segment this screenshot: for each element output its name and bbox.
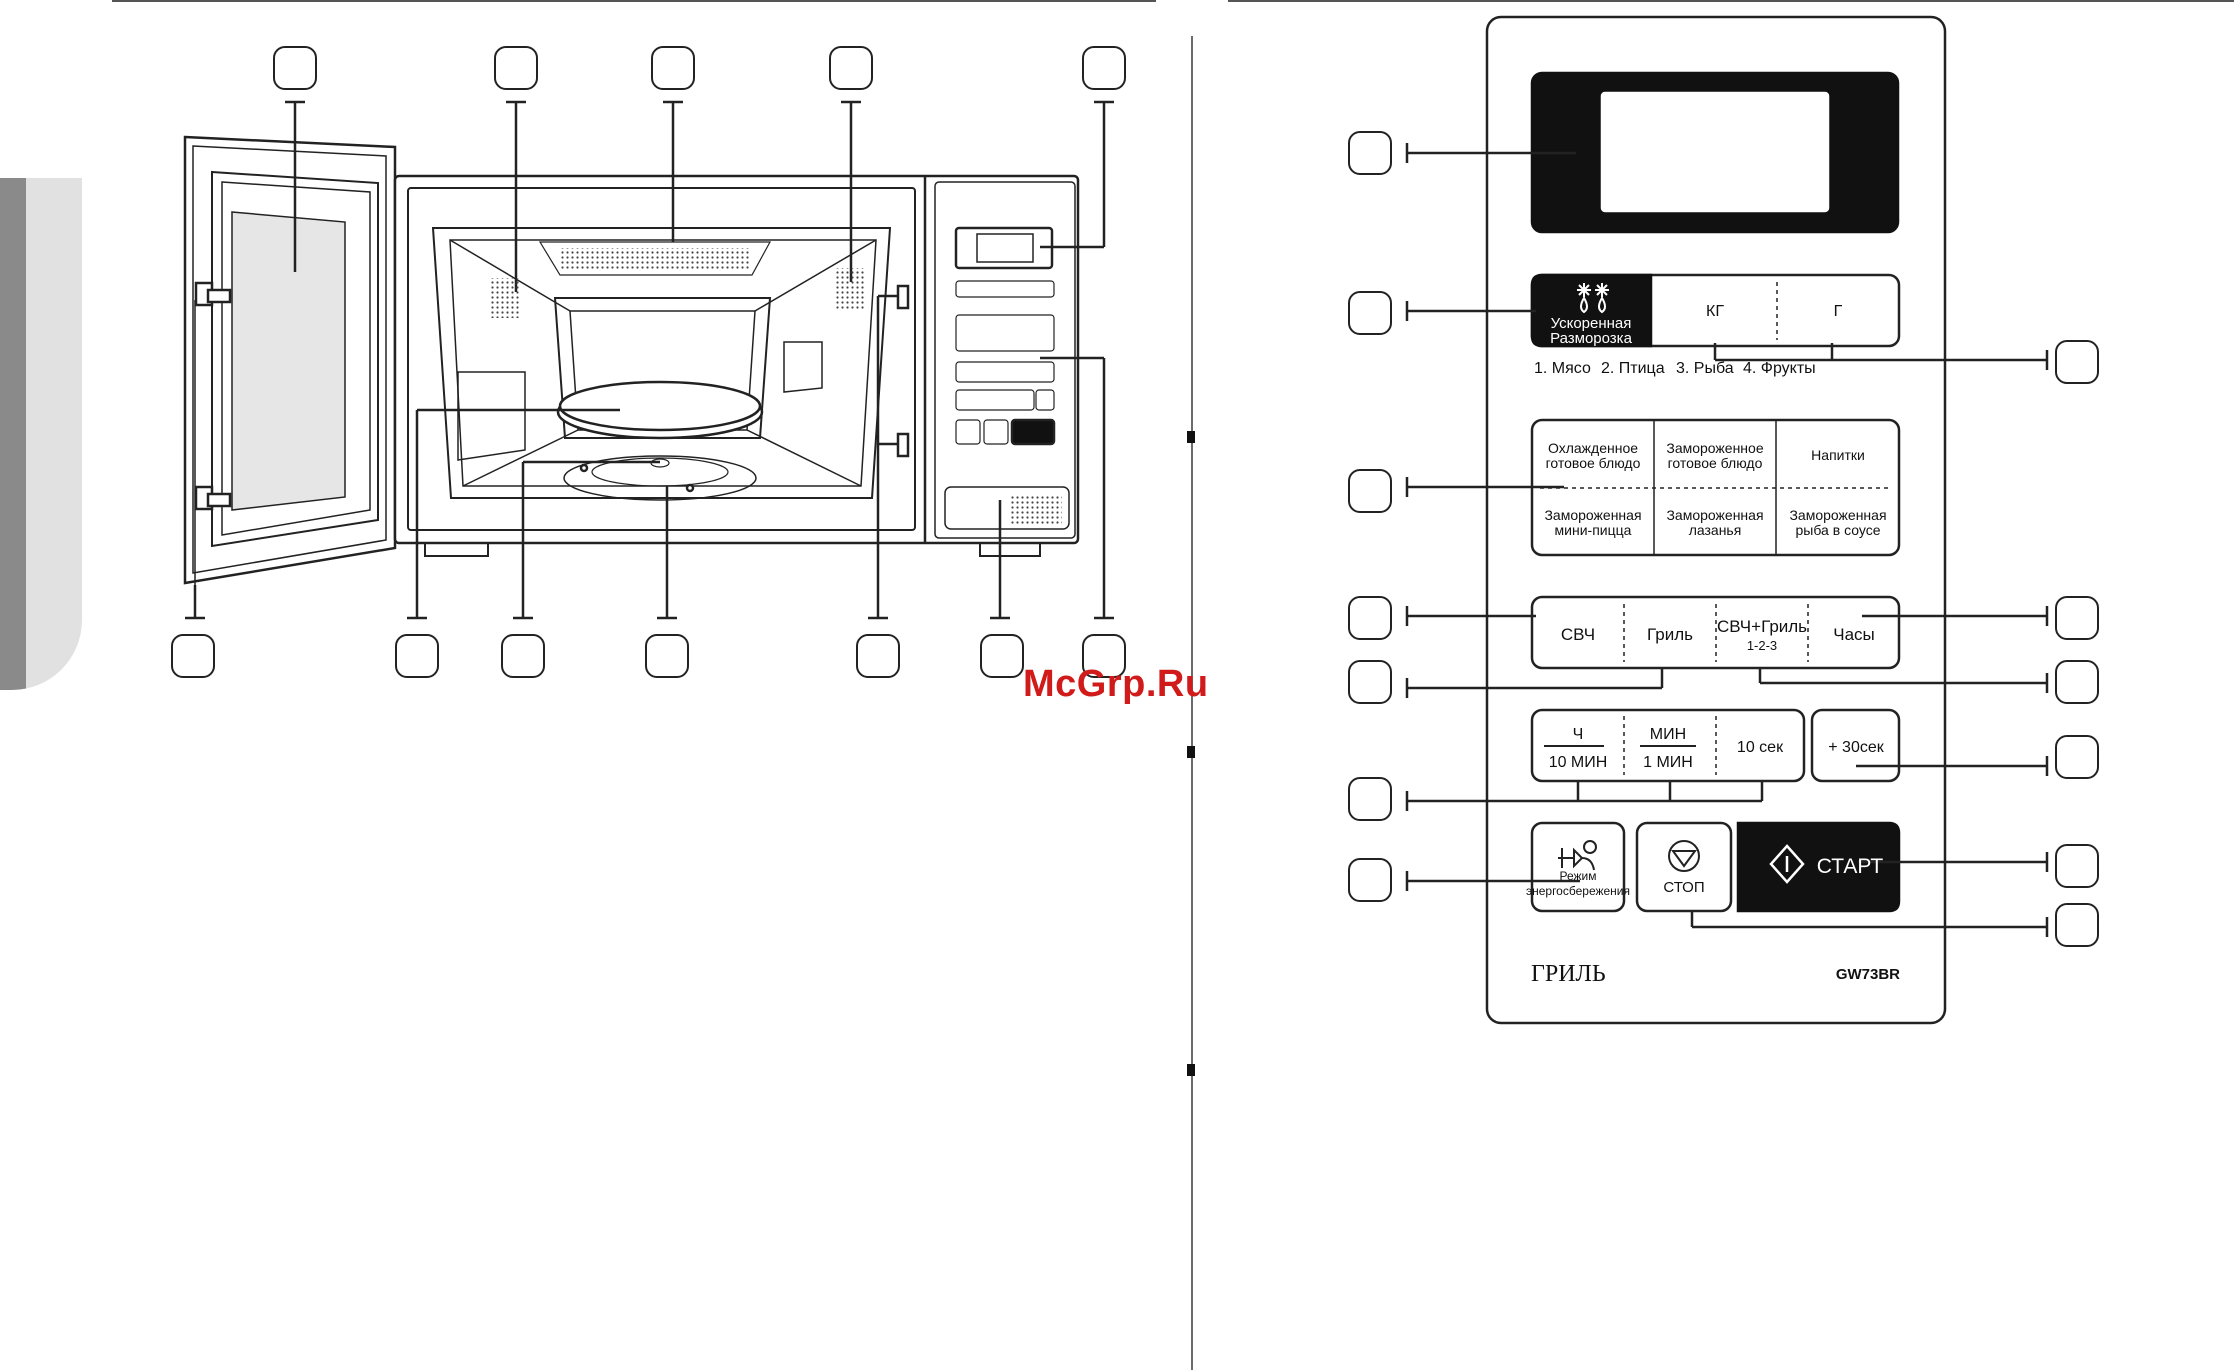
eco-label-line1: Режим <box>1560 869 1597 883</box>
callout-door-window <box>273 46 317 90</box>
defrost-menu-poultry: 2. Птица <box>1601 360 1665 377</box>
callout-panel-start <box>2055 844 2099 888</box>
auto-cook-frozen-line2: готовое блюдо <box>1668 455 1763 471</box>
callout-panel-plus30 <box>2055 735 2099 779</box>
defrost-menu-meat: 1. Мясо <box>1534 360 1591 377</box>
time-hour-bottom: 10 МИН <box>1549 754 1608 771</box>
callout-ventilation-right <box>829 46 873 90</box>
microwave-illustration <box>183 100 1114 620</box>
ceiling-vent <box>560 248 750 270</box>
time-hour-top: Ч <box>1573 726 1584 743</box>
defrost-menu-fruit: 4. Фрукты <box>1743 360 1816 377</box>
callout-control-panel <box>1082 634 1126 678</box>
mode-grill-label: Гриль <box>1647 625 1693 644</box>
divider-marker <box>1187 1064 1195 1076</box>
weight-g-label: Г <box>1834 303 1843 320</box>
mode-combo-sublabel: 1-2-3 <box>1747 638 1777 653</box>
callout-panel-grill <box>1348 660 1392 704</box>
column-divider <box>1191 36 1193 1370</box>
callout-ventilation-left <box>494 46 538 90</box>
eco-label-line2: энергосбережения <box>1526 884 1630 898</box>
defrost-icon <box>1577 283 1609 314</box>
callout-grill-heater <box>651 46 695 90</box>
divider-marker <box>1187 431 1195 443</box>
callout-panel-time <box>1348 777 1392 821</box>
auto-cook-pizza-line1: Замороженная <box>1544 507 1641 523</box>
callout-door-opening <box>980 634 1024 678</box>
stop-label: СТОП <box>1663 879 1704 896</box>
callout-panel-auto-cook <box>1348 469 1392 513</box>
auto-cook-fish-line1: Замороженная <box>1789 507 1886 523</box>
callout-panel-eco <box>1348 858 1392 902</box>
auto-cook-lasagna-line2: лазанья <box>1689 522 1742 538</box>
page-top-rule-left <box>112 0 1156 2</box>
callout-panel-weight <box>2055 340 2099 384</box>
divider-marker <box>1187 746 1195 758</box>
time-10sec-label: 10 сек <box>1737 739 1784 756</box>
auto-cook-drinks: Напитки <box>1811 447 1865 463</box>
mode-clock-label: Часы <box>1833 625 1875 644</box>
callout-panel-microwave <box>1348 596 1392 640</box>
mode-combo-label: СВЧ+Гриль <box>1717 617 1807 636</box>
time-min-bottom: 1 МИН <box>1643 754 1693 771</box>
weight-kg-label: КГ <box>1706 303 1724 320</box>
brand-grill-label: ГРИЛЬ <box>1531 961 1606 987</box>
start-label: СТАРТ <box>1817 855 1884 878</box>
callout-turntable <box>395 634 439 678</box>
time-plus30-label: + 30сек <box>1828 739 1884 756</box>
mode-microwave-label: СВЧ <box>1561 625 1595 644</box>
watermark: McGrp.Ru <box>1023 663 1209 705</box>
time-min-top: МИН <box>1650 726 1686 743</box>
callout-panel-defrost <box>1348 291 1392 335</box>
auto-cook-fish-line2: рыба в соусе <box>1796 522 1881 538</box>
callout-panel-display <box>1348 131 1392 175</box>
defrost-menu-fish: 3. Рыба <box>1676 360 1734 377</box>
auto-cook-pizza-line2: мини-пицца <box>1555 522 1632 538</box>
callout-roller-ring <box>645 634 689 678</box>
defrost-label-line1: Ускоренная <box>1551 315 1632 332</box>
callout-door <box>171 634 215 678</box>
page-top-rule-right <box>1228 0 2234 2</box>
callout-panel-clock <box>2055 596 2099 640</box>
callout-safety-interlock <box>856 634 900 678</box>
auto-cook-chilled-line2: готовое блюдо <box>1546 455 1641 471</box>
callout-panel-stop <box>2055 903 2099 947</box>
callout-panel-combo <box>2055 660 2099 704</box>
auto-cook-chilled-line1: Охлажденное <box>1548 440 1638 456</box>
defrost-label-line2: Разморозка <box>1550 330 1632 347</box>
auto-cook-lasagna-line1: Замороженная <box>1666 507 1763 523</box>
auto-cook-frozen-line1: Замороженное <box>1666 440 1763 456</box>
section-side-tab <box>0 178 82 690</box>
model-label: GW73BR <box>1836 966 1900 983</box>
callout-coupler <box>501 634 545 678</box>
callout-display <box>1082 46 1126 90</box>
